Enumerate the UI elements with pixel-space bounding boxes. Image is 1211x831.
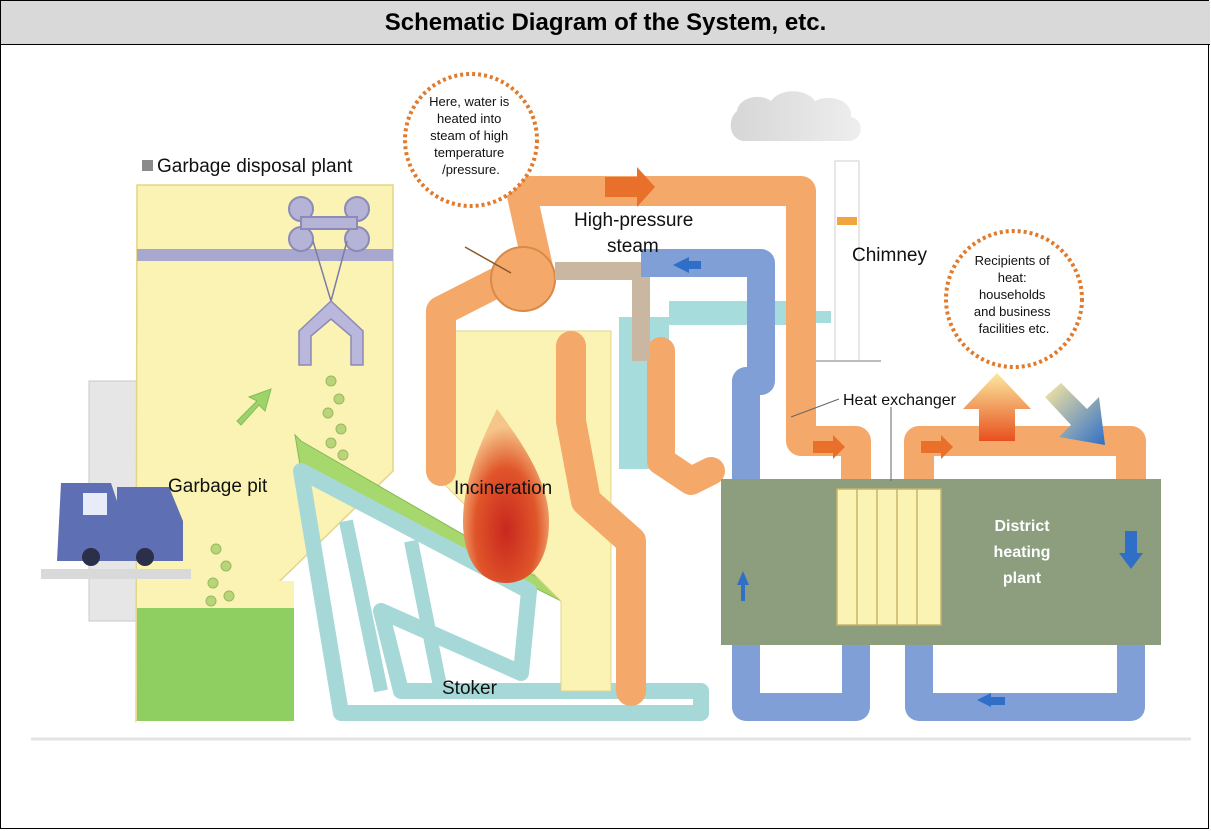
heat-supply-arrow <box>963 373 1031 441</box>
boiler-callout-text: Here, water is heated into steam of high… <box>429 94 513 177</box>
system-schematic: Garbage disposal plant Garbage pit Incin… <box>31 72 1191 741</box>
steam-flow-arrow <box>605 167 655 207</box>
label-stoker: Stoker <box>442 678 498 699</box>
label-high-pressure-steam-1: High-pressure <box>574 210 693 231</box>
legend-square <box>142 160 153 171</box>
diagram-title: Schematic Diagram of the System, etc. <box>384 8 827 36</box>
boiler-drum <box>490 246 556 312</box>
label-chimney: Chimney <box>852 245 927 266</box>
recipients-callout-line: heat: <box>998 270 1027 285</box>
boiler-callout-line: steam of high <box>430 128 508 143</box>
label-district-heating-1: District <box>994 518 1050 535</box>
boiler-callout-line: Here, water is <box>429 94 510 109</box>
boiler-callout-line: temperature <box>434 145 504 160</box>
crane-rail <box>137 249 393 261</box>
title-bar: Schematic Diagram of the System, etc. <box>1 1 1210 45</box>
label-garbage-pit: Garbage pit <box>168 476 268 497</box>
label-district-heating-3: plant <box>1003 570 1042 587</box>
bottom-return-arrow <box>977 693 1005 707</box>
up-flow-arrow <box>737 571 749 601</box>
down-flow-arrow <box>1119 531 1143 569</box>
crane-trolley <box>288 196 370 252</box>
boiler-callout-bubble <box>403 72 539 208</box>
inflow-arrow-2 <box>921 435 953 459</box>
recipients-callout-bubble <box>944 229 1084 369</box>
label-heat-exchanger: Heat exchanger <box>843 392 957 409</box>
recipients-callout-line: facilities etc. <box>979 321 1050 336</box>
incineration-flame <box>463 409 549 583</box>
heat-exchanger <box>836 488 942 626</box>
garbage-truck <box>41 483 191 579</box>
water-pipe-network <box>641 249 1145 721</box>
chimney-smoke <box>730 91 861 141</box>
label-high-pressure-steam-2: steam <box>607 236 659 257</box>
chimney <box>834 160 860 362</box>
heat-return-arrow <box>1045 383 1105 445</box>
boiler-callout-line: /pressure. <box>442 162 500 177</box>
stoker-frame <box>293 463 709 721</box>
return-flow-arrow <box>673 257 701 273</box>
garbage-up-arrow <box>236 388 272 426</box>
label-incineration: Incineration <box>454 478 552 499</box>
label-district-heating-2: heating <box>994 544 1051 561</box>
label-garbage-disposal-plant: Garbage disposal plant <box>157 156 353 177</box>
recipients-callout-line: Recipients of <box>975 253 1051 268</box>
inflow-arrow-1 <box>813 435 845 459</box>
recipients-callout-line: and business <box>974 304 1051 319</box>
garbage-pit-fill <box>137 608 294 721</box>
grab-claw <box>298 299 364 366</box>
recipients-callout-text: Recipients of heat: households and busin… <box>974 253 1054 336</box>
falling-garbage <box>205 375 349 607</box>
boiler-callout-line: heated into <box>437 111 501 126</box>
recipients-callout-line: households <box>979 287 1046 302</box>
